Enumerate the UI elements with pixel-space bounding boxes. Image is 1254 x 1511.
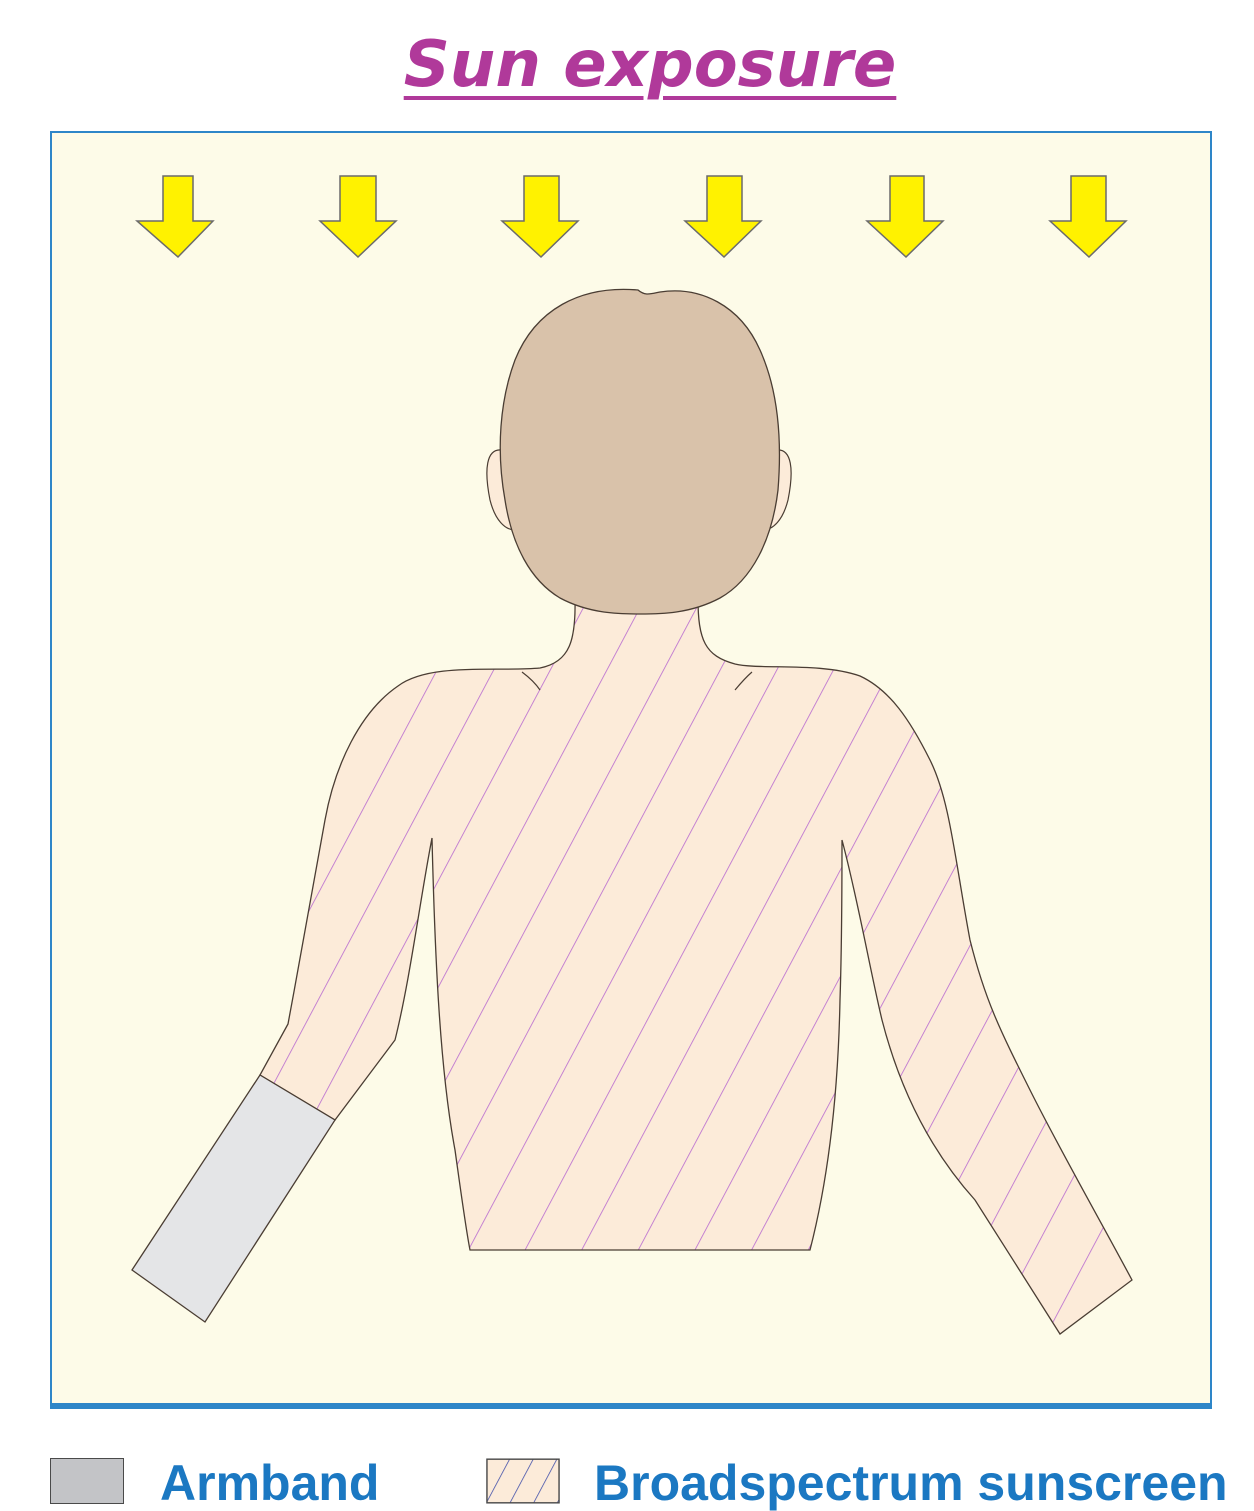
down-arrow-icon bbox=[320, 176, 396, 257]
legend-armband-swatch bbox=[50, 1458, 124, 1504]
legend-sunscreen-swatch bbox=[486, 1458, 560, 1504]
body-sunscreen-area bbox=[260, 598, 1132, 1334]
down-arrow-icon bbox=[137, 176, 213, 257]
legend-armband-label: Armband bbox=[160, 1458, 379, 1508]
down-arrow-icon bbox=[502, 176, 578, 257]
down-arrow-icon bbox=[1050, 176, 1126, 257]
armband bbox=[132, 1075, 335, 1322]
sun-arrows bbox=[137, 176, 1126, 257]
down-arrow-icon bbox=[685, 176, 761, 257]
head bbox=[500, 289, 779, 614]
down-arrow-icon bbox=[867, 176, 943, 257]
legend-sunscreen-label: Broadspectrum sunscreen bbox=[594, 1458, 1228, 1508]
